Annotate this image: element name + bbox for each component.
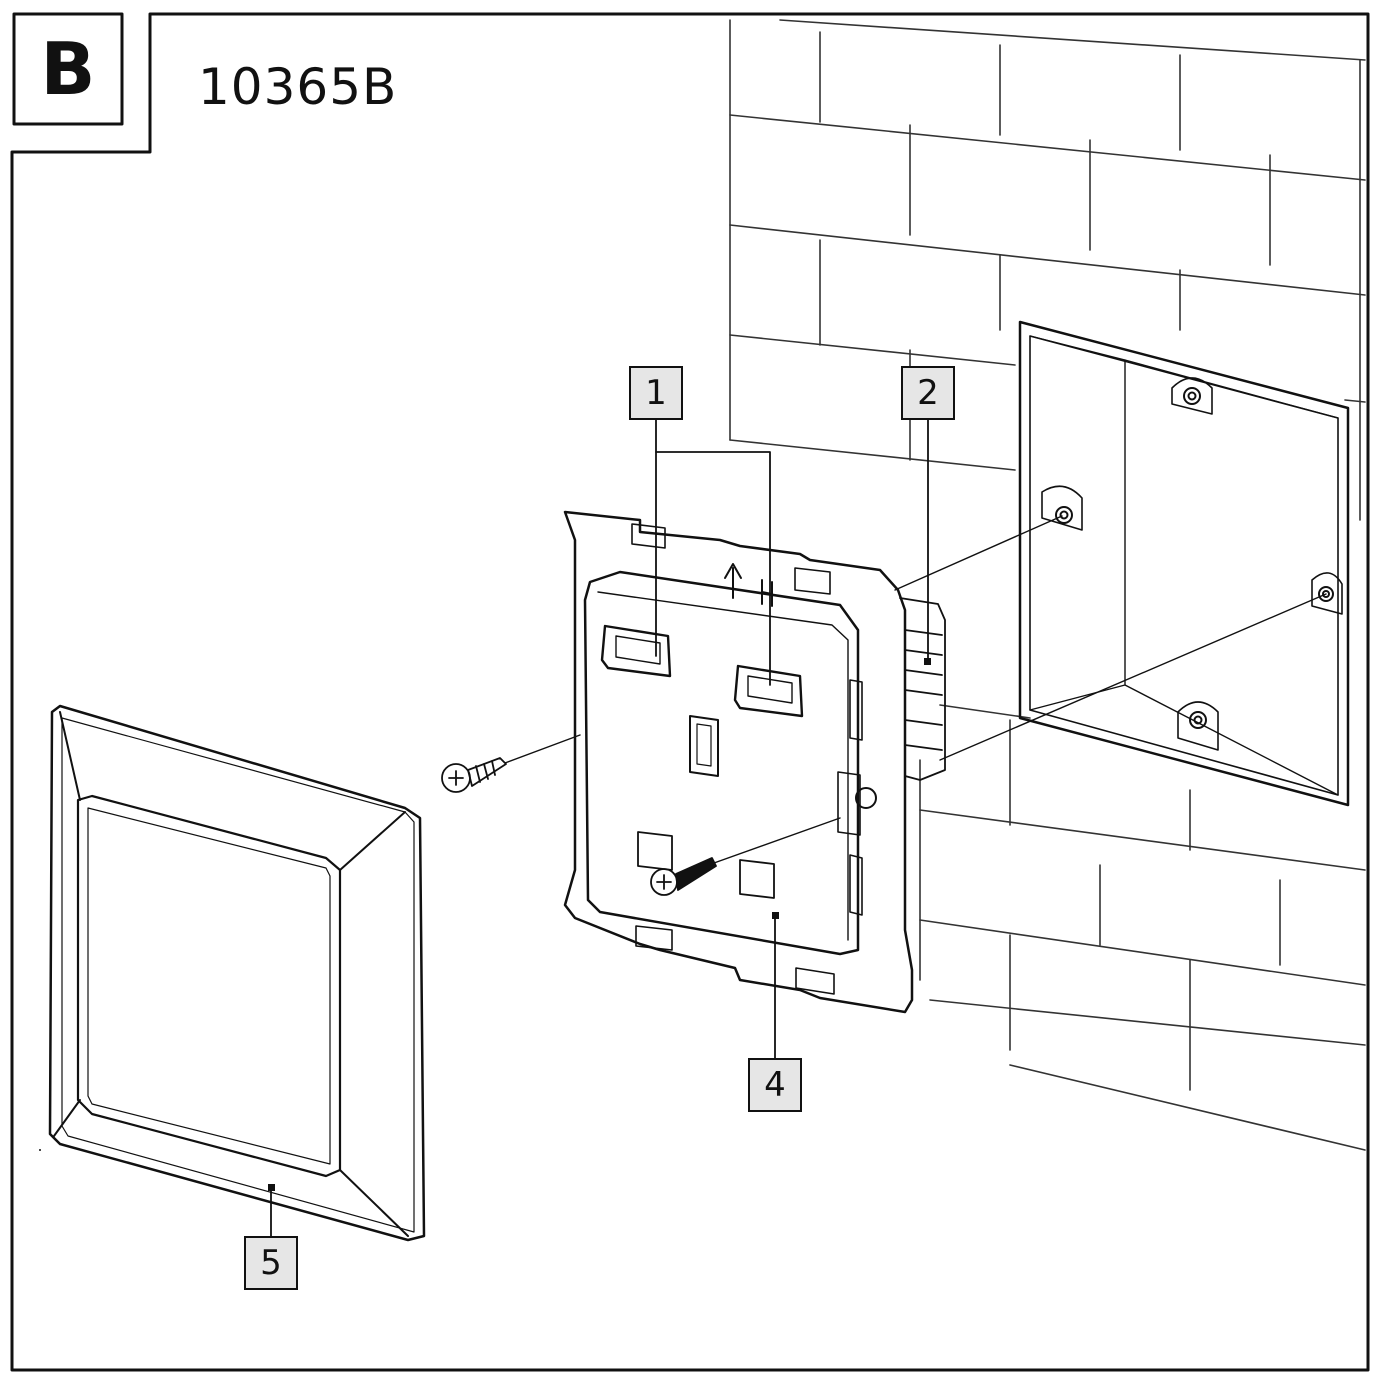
model-code: 10365B <box>198 58 398 116</box>
callout-5: 5 <box>244 1236 298 1290</box>
step-letter-box <box>12 12 124 126</box>
terminal-block <box>899 597 946 781</box>
brick-wall <box>729 19 1366 1151</box>
step-letter: B <box>40 27 96 111</box>
callout-1: 1 <box>629 366 683 420</box>
diagram-frame <box>10 12 1370 1372</box>
screw-left <box>441 757 507 793</box>
leader-lines <box>270 419 929 1237</box>
screw-center <box>650 857 717 896</box>
wall-back-box <box>1018 320 1350 807</box>
assembly-lines <box>504 515 1327 869</box>
callout-2: 2 <box>901 366 955 420</box>
callout-4: 4 <box>748 1058 802 1112</box>
usb-module <box>583 570 860 956</box>
cover-frame <box>39 704 426 1242</box>
